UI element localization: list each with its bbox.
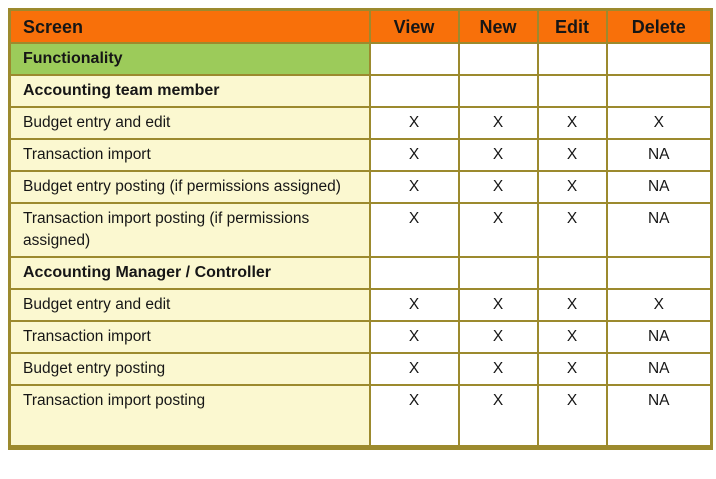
- permission-cell: X: [457, 288, 539, 322]
- permission-cell: X: [457, 202, 539, 258]
- header-row: Screen View New Edit Delete: [8, 8, 713, 44]
- permission-cell: X: [536, 170, 608, 204]
- screen-cell: Budget entry and edit: [8, 288, 371, 322]
- column-header-edit: Edit: [536, 8, 608, 44]
- screen-cell: Functionality: [8, 42, 371, 76]
- permission-cell: X: [536, 384, 608, 450]
- permission-cell: [605, 256, 713, 290]
- permission-cell: X: [536, 320, 608, 354]
- screen-cell: Transaction import: [8, 320, 371, 354]
- column-header-delete: Delete: [605, 8, 713, 44]
- permission-cell: X: [368, 320, 460, 354]
- permission-cell: [536, 256, 608, 290]
- permission-cell: X: [457, 138, 539, 172]
- permission-cell: X: [457, 170, 539, 204]
- permission-cell: NA: [605, 202, 713, 258]
- permission-cell: X: [536, 138, 608, 172]
- screen-cell: Accounting team member: [8, 74, 371, 108]
- table-row: Budget entry posting (if permissions ass…: [8, 170, 713, 204]
- permission-cell: X: [368, 202, 460, 258]
- screen-cell: Budget entry posting (if permissions ass…: [8, 170, 371, 204]
- screen-cell: Transaction import posting: [8, 384, 371, 450]
- permission-cell: X: [368, 288, 460, 322]
- screen-cell: Accounting Manager / Controller: [8, 256, 371, 290]
- table-header: Screen View New Edit Delete: [8, 8, 713, 44]
- table-row: Accounting Manager / Controller: [8, 256, 713, 290]
- permission-cell: NA: [605, 170, 713, 204]
- permission-cell: X: [536, 288, 608, 322]
- permission-cell: [368, 256, 460, 290]
- column-header-new: New: [457, 8, 539, 44]
- permission-cell: [368, 74, 460, 108]
- table-row: Accounting team member: [8, 74, 713, 108]
- permission-cell: [457, 256, 539, 290]
- permission-cell: X: [605, 288, 713, 322]
- permission-cell: X: [457, 352, 539, 386]
- screen-cell: Transaction import: [8, 138, 371, 172]
- permission-cell: [536, 74, 608, 108]
- permission-cell: NA: [605, 138, 713, 172]
- permission-cell: X: [536, 106, 608, 140]
- permission-cell: [605, 74, 713, 108]
- permission-cell: [605, 42, 713, 76]
- table-row: Functionality: [8, 42, 713, 76]
- permission-cell: NA: [605, 320, 713, 354]
- permission-cell: [457, 74, 539, 108]
- permission-cell: [457, 42, 539, 76]
- screen-cell: Budget entry and edit: [8, 106, 371, 140]
- permission-cell: X: [368, 138, 460, 172]
- column-header-view: View: [368, 8, 460, 44]
- permission-cell: X: [368, 170, 460, 204]
- permission-cell: X: [457, 106, 539, 140]
- permission-cell: X: [605, 106, 713, 140]
- table-row: Transaction import posting (if permissio…: [8, 202, 713, 258]
- permission-cell: [536, 42, 608, 76]
- permissions-table: Screen View New Edit Delete Functionalit…: [8, 8, 713, 450]
- column-header-screen: Screen: [8, 8, 371, 44]
- permission-cell: X: [457, 320, 539, 354]
- permission-cell: X: [368, 352, 460, 386]
- screen-cell: Budget entry posting: [8, 352, 371, 386]
- page: Screen View New Edit Delete Functionalit…: [8, 8, 713, 450]
- permission-cell: X: [368, 106, 460, 140]
- permission-cell: NA: [605, 352, 713, 386]
- permission-cell: X: [536, 202, 608, 258]
- permission-cell: NA: [605, 384, 713, 450]
- screen-cell: Transaction import posting (if permissio…: [8, 202, 371, 258]
- permission-cell: X: [457, 384, 539, 450]
- permission-cell: X: [536, 352, 608, 386]
- permission-cell: X: [368, 384, 460, 450]
- permission-cell: [368, 42, 460, 76]
